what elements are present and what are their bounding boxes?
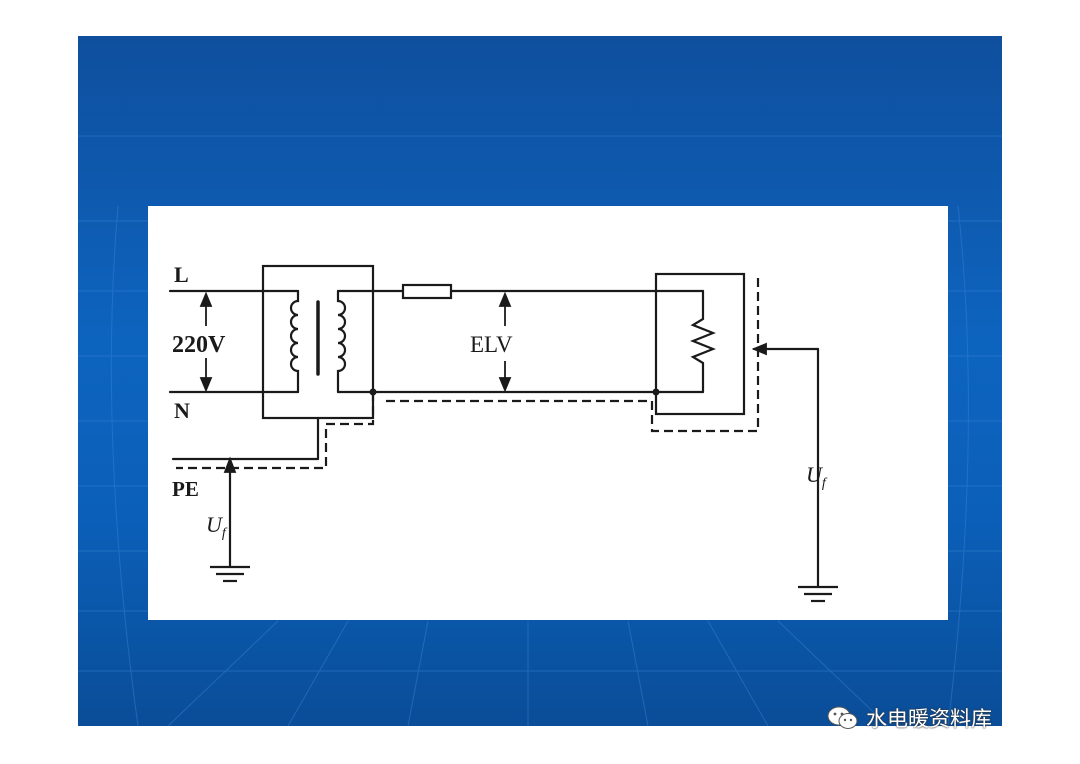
load-heating-element	[690, 299, 716, 394]
secondary-coil	[336, 292, 347, 380]
circuit-diagram: L N 220V PE ELV Uf Uf	[168, 262, 838, 603]
label-neutral: N	[174, 398, 190, 423]
ground-symbol-left	[210, 565, 250, 583]
label-mains-voltage: 220V	[172, 332, 226, 358]
fuse	[401, 283, 453, 300]
label-fault-voltage-right: Uf	[806, 462, 828, 491]
primary-coil	[289, 292, 300, 380]
label-line: L	[174, 262, 189, 287]
label-fault-voltage-left: Uf	[206, 512, 228, 541]
circuit-diagram-panel: L N 220V PE ELV Uf Uf	[148, 206, 948, 620]
load-housing	[654, 272, 746, 416]
watermark-text: 水电暖资料库	[866, 707, 992, 731]
label-protective-earth: PE	[172, 477, 199, 501]
slide-background: L N 220V PE ELV Uf Uf	[78, 36, 1002, 726]
ground-symbol-right	[798, 585, 838, 603]
watermark: 水电暖资料库	[826, 700, 992, 736]
label-elv: ELV	[470, 332, 513, 357]
wechat-icon	[827, 706, 858, 729]
